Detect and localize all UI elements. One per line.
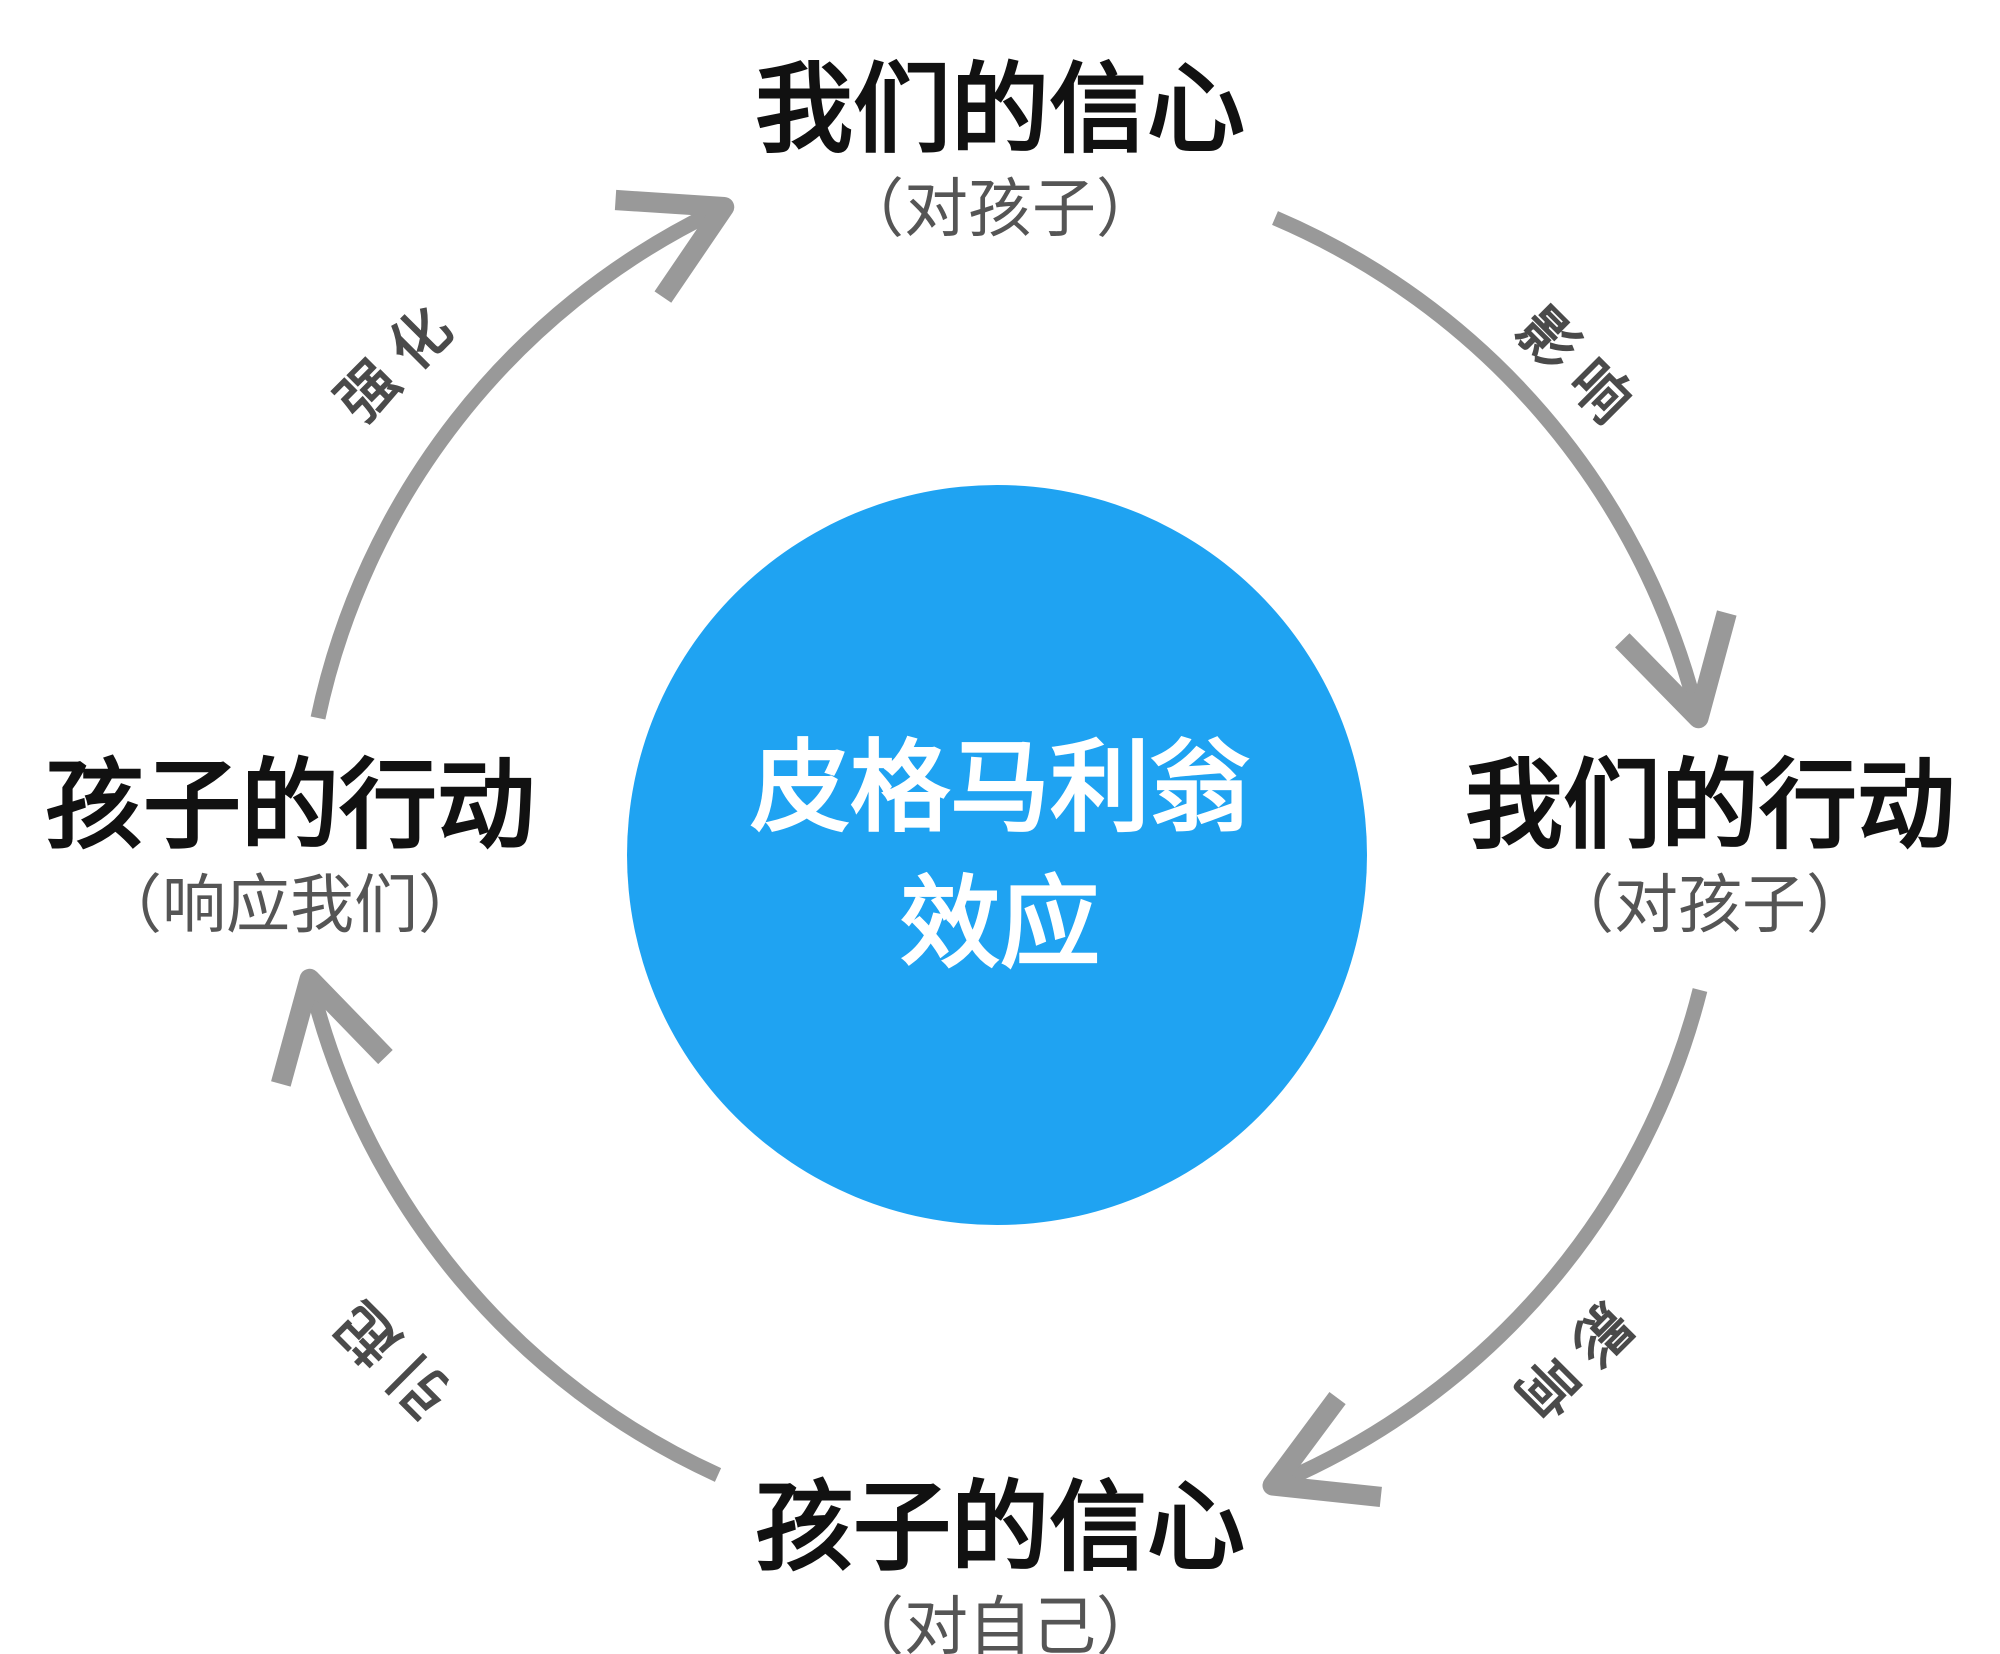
node-subtitle: （对孩子） bbox=[1550, 869, 1870, 943]
arrow-right-to-bottom bbox=[1262, 988, 1708, 1508]
node-our-actions: 我们的行动 （对孩子） bbox=[1430, 748, 1990, 948]
node-subtitle: （对孩子） bbox=[840, 173, 1160, 247]
node-our-confidence: 我们的信心 （对孩子） bbox=[660, 52, 1340, 252]
center-label-line2: 效应 bbox=[900, 865, 1100, 982]
node-title: 孩子的信心 bbox=[754, 1471, 1245, 1585]
node-child-confidence: 孩子的信心 （对自己） bbox=[660, 1470, 1340, 1654]
arrow-top-to-right bbox=[1272, 211, 1737, 729]
node-title: 孩子的行动 bbox=[44, 749, 535, 863]
node-child-actions: 孩子的行动 （响应我们） bbox=[10, 748, 570, 948]
arrow-bottom-to-left bbox=[271, 968, 722, 1482]
center-label-line1: 皮格马利翁 bbox=[750, 729, 1250, 846]
node-subtitle: （对自己） bbox=[840, 1591, 1160, 1654]
center-circle bbox=[627, 485, 1367, 1225]
node-subtitle: （响应我们） bbox=[98, 869, 482, 943]
center-label: 皮格马利翁 效应 bbox=[640, 720, 1360, 992]
arrow-left-to-top bbox=[310, 189, 735, 720]
node-title: 我们的信心 bbox=[754, 53, 1245, 167]
node-title: 我们的行动 bbox=[1464, 749, 1955, 863]
